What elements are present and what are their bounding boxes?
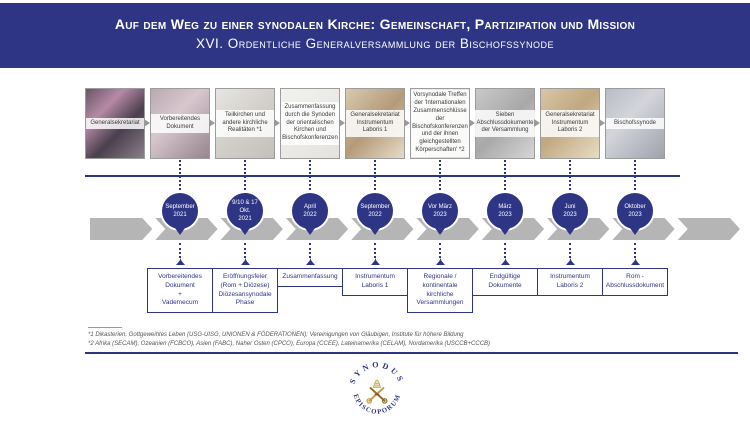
- page-title: Auf dem Weg zu einer synodalen Kirche: G…: [114, 16, 636, 32]
- dotted-connector: [309, 160, 311, 190]
- dotted-connector: [504, 243, 506, 258]
- separator-line-bottom: [85, 352, 738, 354]
- bottom-box-rom-abschlussdokument: Rom - Abschlussdokument: [602, 268, 668, 296]
- pin-icon: [631, 258, 640, 265]
- arrow-right-icon: [274, 119, 280, 127]
- dotted-connector: [179, 160, 181, 190]
- svg-text:EPISCOPORUM: EPISCOPORUM: [352, 393, 403, 416]
- arrow-right-icon: [599, 119, 605, 127]
- bottom-box-zusammenfassung: Zusammenfassung: [277, 268, 343, 287]
- header-banner: Auf dem Weg zu einer synodalen Kirche: G…: [0, 3, 750, 68]
- arrow-right-icon: [404, 119, 410, 127]
- circle-pointer-icon: [435, 228, 445, 235]
- top-box-zusammenfassung-synoden: Zusammenfassung durch die Synoden der or…: [280, 88, 340, 159]
- top-box-label: Teilkirchen und andere kirchliche Realit…: [216, 109, 274, 138]
- dotted-connector: [179, 243, 181, 258]
- dotted-connector: [569, 160, 571, 190]
- chevron-segment: [678, 218, 740, 240]
- top-box-label: Sieben Abschlussdokumente der Versammlun…: [475, 109, 535, 138]
- dotted-connector: [374, 243, 376, 258]
- date-circle: September 2022: [355, 191, 395, 231]
- arrow-right-icon: [144, 119, 150, 127]
- dotted-connector: [504, 160, 506, 190]
- dotted-connector: [244, 243, 246, 258]
- circle-pointer-icon: [305, 228, 315, 235]
- synod-logo: SYNODUS EPISCOPORUM: [348, 361, 403, 416]
- dotted-connector: [374, 160, 376, 190]
- dotted-connector: [439, 160, 441, 190]
- bottom-box-instrumentum-laboris-2: Instrumentum Laboris 2: [537, 268, 603, 296]
- circle-pointer-icon: [630, 228, 640, 235]
- date-circle: März 2023: [485, 191, 525, 231]
- dotted-connector: [309, 243, 311, 258]
- circle-pointer-icon: [500, 228, 510, 235]
- dotted-connector: [634, 243, 636, 258]
- pin-icon: [566, 258, 575, 265]
- bottom-box-kontinentale-versammlungen: Regionale / kontinentale kirchliche Vers…: [407, 268, 473, 314]
- chevron-segment: [90, 218, 152, 240]
- circle-pointer-icon: [370, 228, 380, 235]
- top-box-label: Vorsynodale Treffen der 'Internationalen…: [411, 90, 469, 157]
- top-box-label: Bischofssynode: [606, 117, 664, 130]
- arrow-right-icon: [469, 119, 475, 127]
- logo-text-bottom: EPISCOPORUM: [352, 393, 401, 416]
- pin-icon: [436, 258, 445, 265]
- top-box-bischofssynode: Bischofssynode: [605, 88, 665, 159]
- top-box-generalsekretariat: Generalsekretariat: [85, 88, 145, 159]
- bottom-box-vorbereitendes-dokument: Vorbereitendes Dokument + Vademecum: [147, 268, 213, 314]
- top-box-label: Generalsekretariat Instrumentum Laboris …: [346, 109, 404, 138]
- footnote-2: *2 Afrika (SECAM), Ozeanien (FCBCO), Asi…: [88, 341, 491, 347]
- page-subtitle: XVI. Ordentliche Generalversammlung der …: [196, 36, 554, 51]
- top-box-instrumentum-laboris-2: Generalsekretariat Instrumentum Laboris …: [540, 88, 600, 159]
- bottom-box-endgueltige-dokumente: Endgültige Dokumente: [472, 268, 538, 296]
- arrow-right-icon: [209, 119, 215, 127]
- dotted-connector: [439, 243, 441, 258]
- pin-icon: [176, 258, 185, 265]
- top-box-teilkirchen: Teilkirchen und andere kirchliche Realit…: [215, 88, 275, 159]
- dotted-connector: [244, 160, 246, 190]
- dotted-connector: [569, 243, 571, 258]
- pin-icon: [241, 258, 250, 265]
- footnote-1: *1 Dikasterien, Gottgeweihtes Leben (USG…: [88, 332, 464, 338]
- arrow-right-icon: [339, 119, 345, 127]
- pin-icon: [501, 258, 510, 265]
- date-circle: September 2021: [160, 191, 200, 231]
- pin-icon: [371, 258, 380, 265]
- circle-pointer-icon: [175, 228, 185, 235]
- top-box-vorsynodale-treffen: Vorsynodale Treffen der 'Internationalen…: [410, 88, 470, 159]
- date-circle: 9/10 & 17 Okt. 2021: [225, 191, 265, 231]
- top-box-label: Generalsekretariat: [86, 117, 144, 130]
- separator-line-top: [85, 175, 680, 177]
- top-box-label: Zusammenfassung durch die Synoden der or…: [281, 102, 339, 145]
- top-box-vorbereitendes-dokument: Vorbereitendes Dokument: [150, 88, 210, 159]
- bottom-box-eroeffnungsfeier: Eröffnungsfeier (Rom + Diözese) Diözesan…: [212, 268, 278, 314]
- pin-icon: [306, 258, 315, 265]
- arrow-right-icon: [534, 119, 540, 127]
- date-circle: April 2022: [290, 191, 330, 231]
- top-box-abschlussdokumente: Sieben Abschlussdokumente der Versammlun…: [475, 88, 535, 159]
- papal-crest-icon: [366, 379, 388, 404]
- top-box-label: Vorbereitendes Dokument: [151, 113, 209, 134]
- top-box-label: Generalsekretariat Instrumentum Laboris …: [541, 109, 599, 138]
- bottom-box-instrumentum-laboris-1: Instrumentum Laboris 1: [342, 268, 408, 296]
- footnotes: *1 Dikasterien, Gottgeweihtes Leben (USG…: [88, 327, 498, 349]
- date-circle: Vor März 2023: [420, 191, 460, 231]
- circle-pointer-icon: [240, 228, 250, 235]
- date-circle: Juni 2023: [550, 191, 590, 231]
- circle-pointer-icon: [565, 228, 575, 235]
- date-circle: Oktober 2023: [615, 191, 655, 231]
- top-box-instrumentum-laboris-1: Generalsekretariat Instrumentum Laboris …: [345, 88, 405, 159]
- dotted-connector: [634, 160, 636, 190]
